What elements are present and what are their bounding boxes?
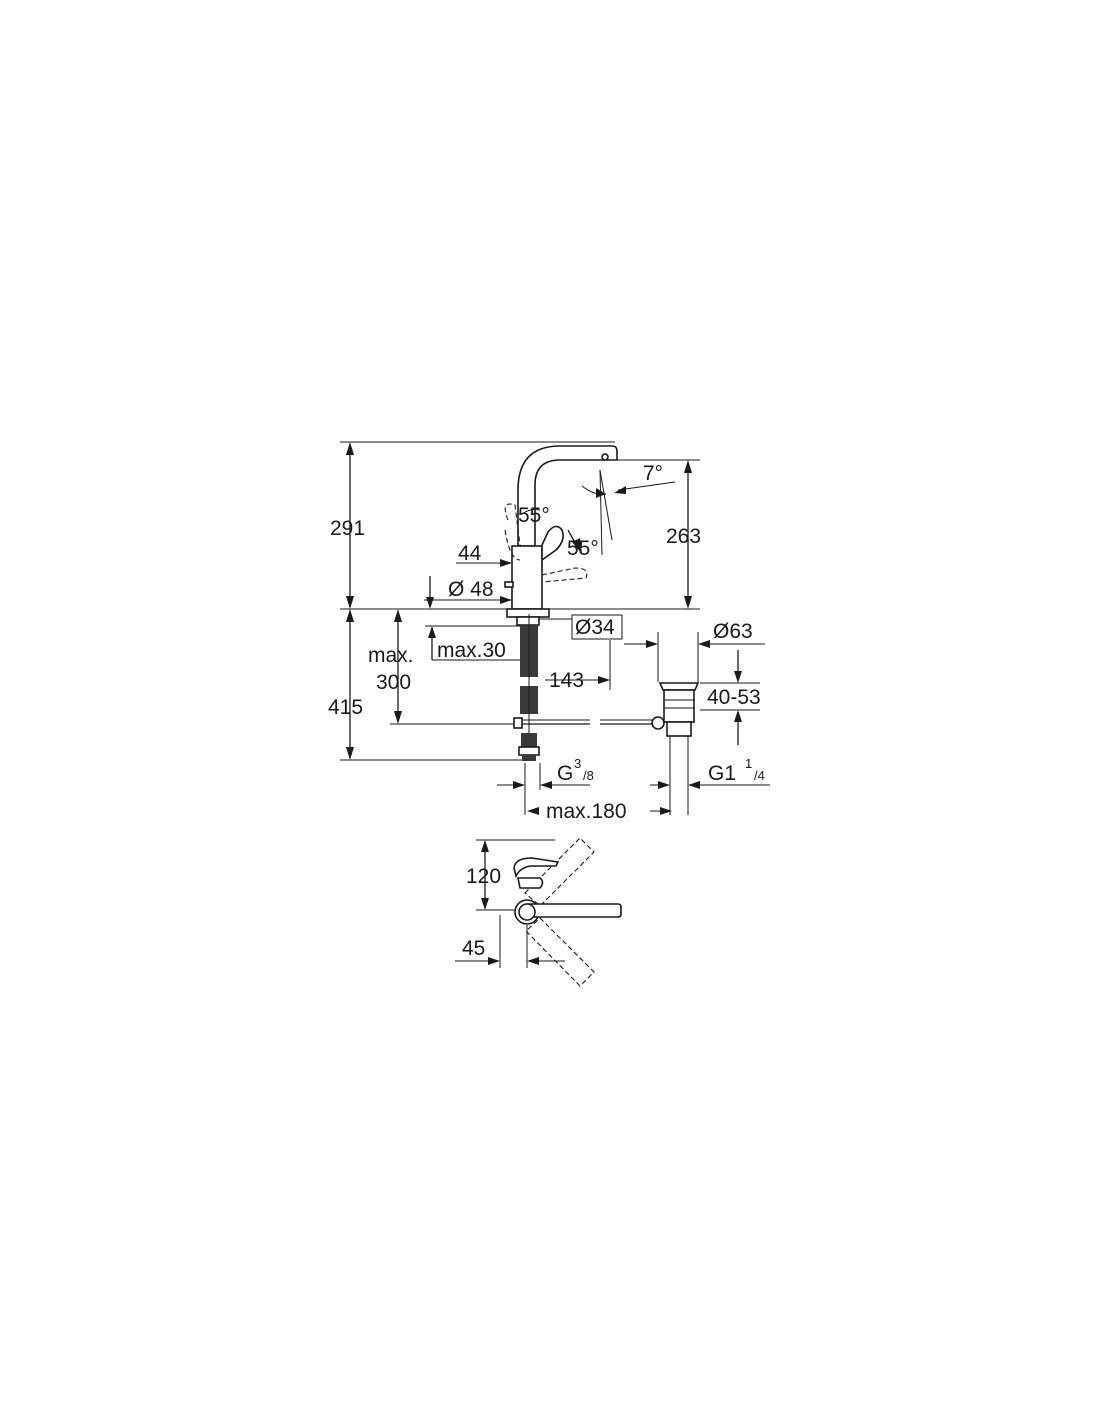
dimension-max-180: max.180 <box>527 800 672 823</box>
dimension-143: 143 <box>545 640 611 692</box>
label-diameter-48: Ø 48 <box>448 578 494 601</box>
label-291: 291 <box>330 517 365 540</box>
mounting-assembly <box>506 608 660 761</box>
faucet-body: 55° 55° <box>504 445 618 610</box>
dimension-thread-g114: G1 1 /4 <box>650 756 770 789</box>
dimension-415: 415 <box>328 609 363 760</box>
top-view: 120 45 <box>455 837 622 987</box>
dimension-263: 263 <box>666 460 701 609</box>
label-44: 44 <box>458 542 482 565</box>
dimension-diameter-48: Ø 48 <box>424 576 512 609</box>
label-diameter-34: Ø34 <box>575 616 615 639</box>
label-40-53: 40-53 <box>707 686 761 709</box>
label-max-180: max.180 <box>546 800 627 823</box>
dimension-max-30: max.30 <box>425 625 520 662</box>
label-120: 120 <box>466 865 501 888</box>
label-g: G <box>557 762 573 785</box>
label-angle-55-right: 55° <box>567 537 599 560</box>
dimension-diameter-63: Ø63 <box>624 620 765 682</box>
dimension-angle-7: 7° <box>581 462 676 556</box>
dimension-291: 291 <box>330 442 365 609</box>
label-g1: G1 <box>708 762 736 785</box>
label-max: max. <box>368 644 414 667</box>
label-g-sub: /8 <box>583 768 594 783</box>
label-max-30: max.30 <box>437 639 506 662</box>
waste-valve <box>651 682 700 815</box>
label-diameter-63: Ø63 <box>713 620 753 643</box>
label-415: 415 <box>328 696 363 719</box>
dimension-44: 44 <box>456 542 512 567</box>
label-263: 263 <box>666 525 701 548</box>
label-300: 300 <box>376 671 411 694</box>
dimension-diameter-34: Ø34 <box>540 614 623 640</box>
dimension-40-53: 40-53 <box>700 650 761 745</box>
dimension-max-300: max. 300 <box>368 609 515 725</box>
label-angle-55-left: 55° <box>518 504 550 527</box>
label-g-sup: 3 <box>574 756 581 771</box>
label-g1-sub: /4 <box>754 768 765 783</box>
label-143: 143 <box>549 669 584 692</box>
label-angle-7: 7° <box>643 462 663 485</box>
label-45: 45 <box>462 937 485 960</box>
label-g1-sup: 1 <box>745 756 752 771</box>
dimension-thread-g38: G 3 /8 <box>497 756 594 815</box>
